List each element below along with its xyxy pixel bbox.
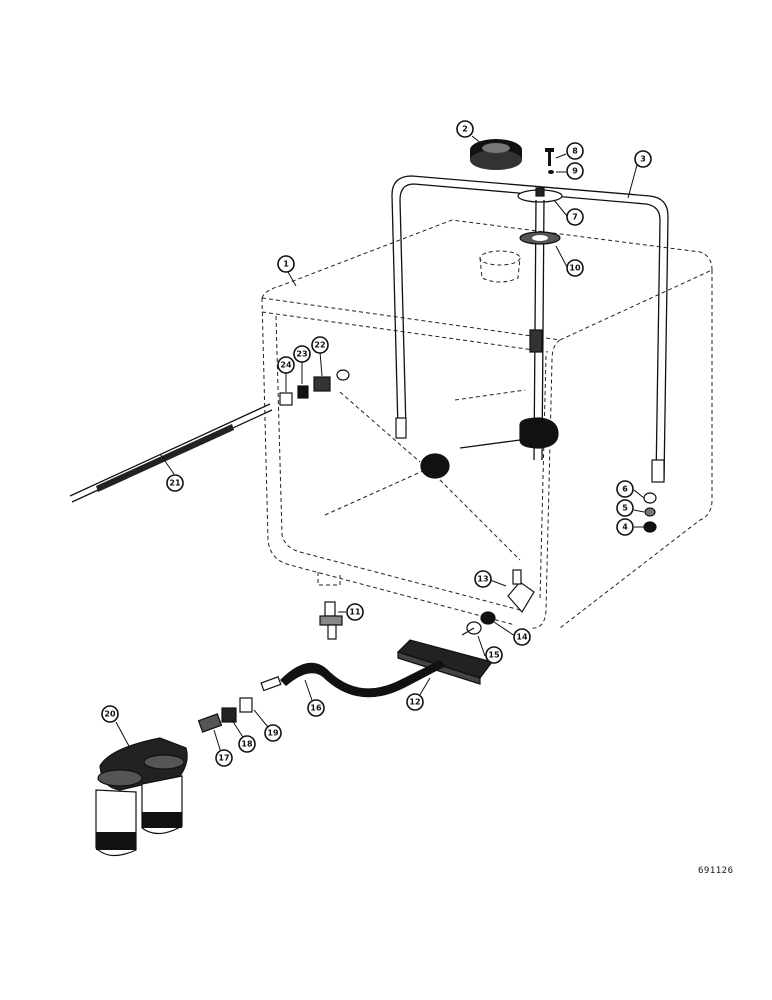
drain-plug <box>319 601 343 640</box>
screw-and-washer <box>545 148 554 174</box>
callout-label: 8 <box>572 147 578 156</box>
fuel-filter <box>95 737 188 857</box>
callout-19: 19 <box>264 724 282 742</box>
callout-label: 15 <box>488 651 500 660</box>
shutoff-valve <box>461 569 535 636</box>
callout-10: 10 <box>566 259 584 277</box>
callout-label: 6 <box>622 485 628 494</box>
tank-strap <box>391 175 669 483</box>
strap-hardware <box>643 492 657 533</box>
callout-2: 2 <box>456 120 474 138</box>
callout-label: 11 <box>349 608 361 617</box>
callout-9: 9 <box>566 162 584 180</box>
callout-label: 21 <box>169 479 181 488</box>
callout-13: 13 <box>474 570 492 588</box>
callout-22: 22 <box>311 336 329 354</box>
fuel-tank <box>261 219 713 629</box>
callout-11: 11 <box>346 603 364 621</box>
callout-label: 10 <box>569 264 581 273</box>
callout-21: 21 <box>166 474 184 492</box>
fuel-line-fittings <box>197 697 253 733</box>
callout-label: 1 <box>283 260 289 269</box>
callout-label: 20 <box>104 710 116 719</box>
callout-14: 14 <box>513 628 531 646</box>
callout-7: 7 <box>566 208 584 226</box>
callout-label: 12 <box>409 698 420 707</box>
callout-label: 22 <box>314 341 325 350</box>
callout-4: 4 <box>616 518 634 536</box>
callout-18: 18 <box>238 735 256 753</box>
callout-label: 4 <box>622 523 628 532</box>
callout-17: 17 <box>215 749 233 767</box>
callout-label: 3 <box>640 155 646 164</box>
callout-3: 3 <box>634 150 652 168</box>
callout-24: 24 <box>277 356 295 374</box>
callout-label: 17 <box>218 754 229 763</box>
return-tube <box>69 369 350 503</box>
callout-1: 1 <box>277 255 295 273</box>
callout-label: 16 <box>310 704 322 713</box>
callout-label: 7 <box>572 213 578 222</box>
callout-label: 14 <box>516 633 528 642</box>
filler-cap <box>470 139 522 170</box>
callout-16: 16 <box>307 699 325 717</box>
callout-label: 13 <box>477 575 488 584</box>
figure-number: 691126 <box>698 866 734 876</box>
fuel-line <box>260 660 446 698</box>
callout-20: 20 <box>101 705 119 723</box>
callout-label: 5 <box>622 504 628 513</box>
callout-label: 18 <box>241 740 253 749</box>
callout-12: 12 <box>406 693 424 711</box>
callout-23: 23 <box>293 345 311 363</box>
callout-6: 6 <box>616 480 634 498</box>
callout-8: 8 <box>566 142 584 160</box>
callout-label: 19 <box>267 729 279 738</box>
callout-label: 23 <box>296 350 307 359</box>
sending-unit-assembly <box>420 187 563 479</box>
leaders <box>115 135 645 757</box>
callout-label: 24 <box>280 361 292 370</box>
callout-label: 9 <box>572 167 578 176</box>
callout-5: 5 <box>616 499 634 517</box>
callout-15: 15 <box>485 646 503 664</box>
callout-label: 2 <box>462 125 468 134</box>
